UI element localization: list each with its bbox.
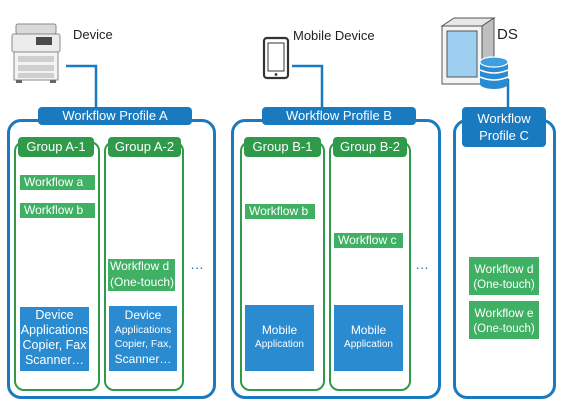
- app-line: Mobile: [261, 323, 298, 337]
- app-line: Copier, Fax: [22, 338, 87, 352]
- mobile-device-label: Mobile Device: [293, 28, 375, 43]
- workflow-b[interactable]: Workflow b: [20, 203, 95, 218]
- workflow-e-title: Workflow e: [474, 306, 534, 320]
- device-applications-a1[interactable]: Device Applications Copier, Fax Scanner…: [20, 307, 89, 371]
- workflow-d-subtitle: (One-touch): [108, 275, 175, 291]
- app-line: Scanner…: [114, 351, 172, 366]
- ellipsis-b: …: [415, 256, 431, 272]
- device-connector: [66, 64, 98, 110]
- app-line: Copier, Fax,: [114, 338, 172, 350]
- app-line: Device: [124, 308, 162, 322]
- app-line: Applications: [114, 323, 172, 336]
- workflow-profile-a-title: Workflow Profile A: [38, 107, 192, 125]
- app-line: Applications: [20, 323, 89, 337]
- workflow-a[interactable]: Workflow a: [20, 175, 95, 190]
- workflow-c[interactable]: Workflow c: [334, 233, 403, 248]
- mobile-application-b2[interactable]: Mobile Application: [334, 305, 403, 371]
- workflow-e-subtitle: (One-touch): [473, 323, 535, 335]
- app-line: Application: [344, 339, 393, 350]
- group-b1-title: Group B-1: [244, 137, 321, 157]
- app-line: Application: [255, 339, 304, 350]
- device-applications-a2[interactable]: Device Applications Copier, Fax, Scanner…: [109, 306, 177, 371]
- group-a1-title: Group A-1: [18, 137, 94, 157]
- workflow-e-profile-c[interactable]: Workflow e (One-touch): [469, 301, 539, 339]
- workflow-profile-c-title: Workflow Profile C: [462, 107, 546, 147]
- app-line: Mobile: [350, 323, 387, 337]
- ds-label: DS: [497, 26, 518, 43]
- workflow-b-group-b1[interactable]: Workflow b: [245, 204, 315, 219]
- device-label: Device: [73, 27, 113, 42]
- group-a2-title: Group A-2: [108, 137, 181, 157]
- ellipsis-a: …: [190, 256, 206, 272]
- printer-icon: [11, 23, 61, 83]
- tablet-icon: [262, 36, 290, 80]
- workflow-d-title: Workflow d: [474, 262, 534, 276]
- mobile-connector: [292, 64, 324, 110]
- workflow-profile-b-title: Workflow Profile B: [262, 107, 416, 125]
- app-line: Device: [35, 308, 74, 322]
- workflow-d-profile-c[interactable]: Workflow d (One-touch): [469, 257, 539, 295]
- app-line: Scanner…: [24, 353, 85, 367]
- workflow-d[interactable]: Workflow d: [108, 259, 175, 275]
- server-database-icon: [440, 17, 509, 89]
- group-b2-title: Group B-2: [333, 137, 407, 157]
- mobile-application-b1[interactable]: Mobile Application: [245, 305, 314, 371]
- workflow-d-subtitle: (One-touch): [473, 279, 535, 291]
